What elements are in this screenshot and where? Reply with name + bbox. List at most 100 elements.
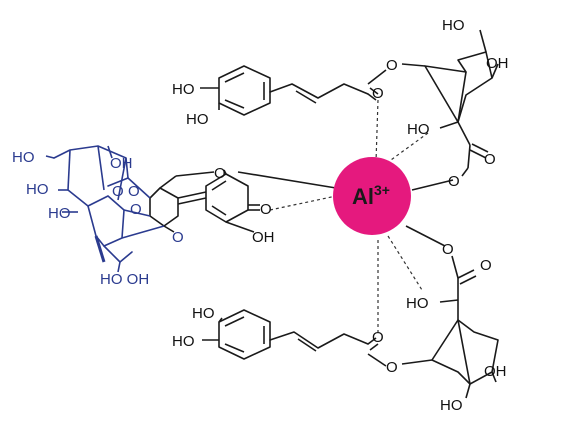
label-top-carboxyl-o: O xyxy=(448,173,460,190)
metal-ion-circle xyxy=(333,157,411,235)
top-quinic-oh-right-bond xyxy=(491,63,499,79)
blue-sugar-bond-1 xyxy=(67,149,71,191)
top-ligand-labels: HO HO HO OH HO O O O O xyxy=(172,17,509,190)
quinoid-labels: O O OH xyxy=(214,165,275,246)
top-carbonyl-bond-2 xyxy=(369,87,379,95)
top-carbonyl-bond xyxy=(367,93,377,101)
label-bottom-caffeoyl-oh-upper: HO xyxy=(192,305,215,322)
bottom-vinyl-double xyxy=(297,338,317,352)
coordination-bonds xyxy=(269,99,429,332)
bottom-carbonyl-bond-2 xyxy=(369,343,379,351)
bottom-quinic-ho-bottom-bond xyxy=(465,383,471,399)
label-bottom-quinic-ho-bottom: HO xyxy=(440,397,463,414)
bottom-carboxyl-o-bond xyxy=(451,255,459,279)
label-top-ester-o: O xyxy=(386,57,398,74)
quinoid-to-pyran-dbl xyxy=(177,191,207,199)
blue-link-to-pyran xyxy=(127,177,151,199)
bottom-ligand-labels: HO HO HO OH HO O O O O xyxy=(172,241,507,414)
bottom-ester-bond-2 xyxy=(401,359,433,365)
label-blue-hooh: HO OH xyxy=(100,271,149,288)
label-blue-o-1: O xyxy=(112,183,124,200)
quinoid-oh-bond xyxy=(225,221,255,233)
label-blue-oh-1: OH xyxy=(110,155,133,172)
quinoid-ring-dbl-2 xyxy=(211,205,227,216)
anthocyanin-fragment xyxy=(45,145,165,273)
top-vinyl-chain xyxy=(269,83,369,99)
label-top-carbonyl-o: O xyxy=(372,85,384,102)
bottom-quinic-oh-right-bond xyxy=(491,371,497,383)
top-ester-bond-1 xyxy=(367,69,387,85)
quinoidal-chromophore xyxy=(149,169,260,233)
blue-link-3 xyxy=(121,225,165,239)
label-top-quinic-ho-top: HO xyxy=(442,17,465,34)
blue-link-to-pyran-2 xyxy=(123,209,151,217)
top-benzene-inner-1 xyxy=(224,72,245,83)
metal-ion-label: Al3+ xyxy=(352,182,390,209)
label-bottom-caffeoyl-oh-lower: HO xyxy=(172,333,195,350)
label-top-quinic-ho-mid: HO xyxy=(407,121,430,138)
bottom-ester-bond-1 xyxy=(367,353,387,367)
top-quinic-ring xyxy=(424,51,493,123)
top-carboxyl-o-bond xyxy=(461,167,469,177)
bottom-benzene-ring xyxy=(218,309,271,360)
coord-bond-bottom-hydroxyl xyxy=(387,235,423,291)
coord-bond-top-carbonyl xyxy=(375,99,379,163)
top-quinic-edge-2 xyxy=(457,121,471,146)
pyranone-link-up-2 xyxy=(175,171,215,177)
bottom-benzene-inner-3 xyxy=(224,343,245,353)
pyranone-link-up xyxy=(159,175,177,189)
quinoid-to-pyran xyxy=(177,197,207,205)
label-top-quinic-oh-right: OH xyxy=(486,55,509,72)
label-quinoid-o-right: O xyxy=(260,201,272,218)
label-quinoid-oh: OH xyxy=(252,229,275,246)
blue-oh-bond-5 xyxy=(117,261,121,273)
blue-sugar-ring-3 xyxy=(87,205,133,263)
label-blue-ho-1: HO xyxy=(12,149,35,166)
quinoid-link-top xyxy=(223,169,227,175)
bottom-carboxyl-dbl-1 xyxy=(457,269,475,279)
label-blue-ho-2: HO xyxy=(26,181,49,198)
label-blue-o-3: O xyxy=(130,201,142,218)
bottom-quinic-ho-mid-bond xyxy=(439,299,459,303)
top-benzene-ring xyxy=(218,65,271,116)
covalent-metal-bonds xyxy=(237,171,454,247)
anthocyanin-labels: HO OH HO HO O O O O HO OH xyxy=(12,149,184,288)
label-bottom-ester-o: O xyxy=(386,359,398,376)
bottom-quinic-edge-1 xyxy=(457,319,471,385)
coord-bond-quinoid xyxy=(269,195,337,211)
label-blue-ho-3: HO xyxy=(48,205,71,222)
quinoid-ring xyxy=(205,173,249,223)
top-carboxyl-dbl-1 xyxy=(469,149,487,159)
bottom-caffeoylquinic-ligand xyxy=(202,255,499,399)
bottom-benzene-inner-1 xyxy=(224,316,245,327)
label-top-caffeoyl-oh-lower: HO xyxy=(186,111,209,128)
label-blue-o-2: O xyxy=(128,183,140,200)
metal-symbol: Al xyxy=(352,184,374,209)
label-blue-o-4: O xyxy=(172,229,184,246)
top-caffeoylquinic-ligand xyxy=(200,29,499,177)
blue-sugar-ring-2 xyxy=(67,189,125,247)
label-bottom-carbonyl-o: O xyxy=(372,329,384,346)
top-carboxyl-dbl-2 xyxy=(471,143,489,153)
top-carboxyl-c xyxy=(467,144,471,169)
metal-charge: 3+ xyxy=(374,182,390,198)
pyranone-o-bond xyxy=(163,225,175,233)
label-top-carboxyl-o-dbl: O xyxy=(484,151,496,168)
label-bottom-carboxyl-o: O xyxy=(442,241,454,258)
blue-sugar-bond-3 xyxy=(117,157,127,201)
blue-sugar-ring-1 xyxy=(53,145,129,187)
label-top-caffeoyl-oh-upper: HO xyxy=(172,81,195,98)
quinoid-ring-dbl-1 xyxy=(211,180,227,191)
blue-oh-bond-2 xyxy=(107,145,113,159)
metal-bond-quinoid-o xyxy=(237,171,337,189)
blue-bold-bond xyxy=(94,235,106,263)
bottom-carboxyl-dbl-2 xyxy=(459,275,477,285)
blue-sugar-bond-2 xyxy=(97,145,105,191)
top-quinic-ho-top-bond xyxy=(479,29,487,53)
label-bottom-carboxyl-o-dbl: O xyxy=(480,257,492,274)
bottom-oh-bond-1 xyxy=(218,317,223,323)
top-quinic-edge-1 xyxy=(457,71,467,123)
pyranone-ring xyxy=(149,187,179,227)
